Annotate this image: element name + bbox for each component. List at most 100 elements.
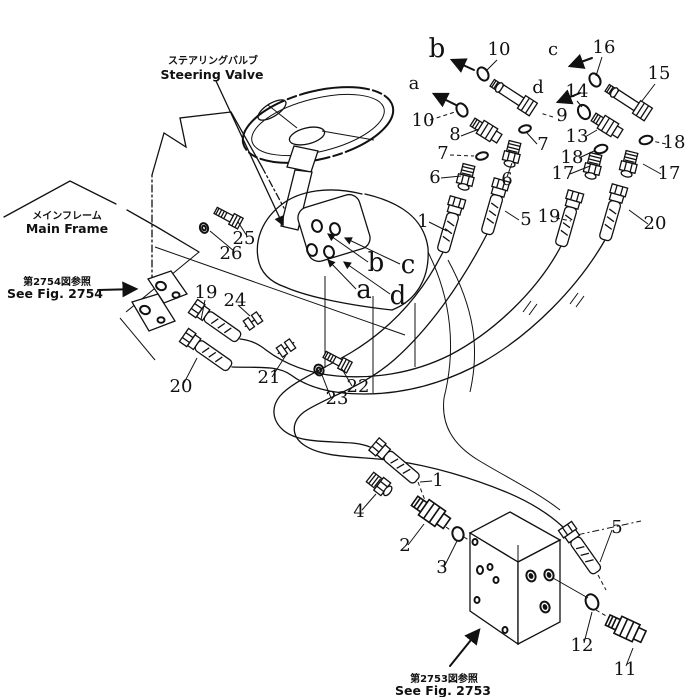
callout-num-20-left: 20 [170, 376, 193, 397]
callout-port-b-valve: b [368, 248, 385, 278]
callout-num-10-left: 10 [412, 110, 435, 131]
main-frame-outline [3, 180, 200, 361]
steering-valve-body [297, 193, 371, 263]
o-ring-14 [576, 103, 592, 121]
washer-26 [198, 222, 210, 234]
arrow-port-d [343, 261, 391, 295]
callout-num-5-bottom: 5 [611, 517, 622, 538]
main-frame-label-jp: メインフレーム [32, 210, 101, 222]
hose-break-mark [569, 292, 585, 308]
hose-5-bottom [557, 520, 605, 578]
arrow-port-a [327, 259, 357, 290]
callout-num-14: 14 [566, 81, 589, 102]
ref-2753-label-jp: 第2753図参照 [410, 672, 478, 685]
callout-num-16: 16 [593, 37, 616, 58]
arrow-to-b [449, 58, 475, 73]
callout-num-12: 12 [571, 635, 594, 656]
fitting-13 [588, 109, 625, 141]
leader-lines [183, 56, 667, 667]
arrow-to-a [431, 92, 457, 108]
hose-lines [231, 233, 616, 622]
callout-num-4: 4 [353, 501, 364, 522]
arrow-to-c [567, 53, 593, 69]
steering-wheel [241, 86, 395, 164]
callout-num-1-bottom: 1 [432, 470, 443, 491]
ref-2753-label-en: See Fig. 2753 [395, 683, 491, 697]
cowl-outline [256, 189, 561, 511]
callout-num-23: 23 [326, 388, 349, 409]
block-bolt-holes [525, 568, 555, 614]
callout-num-19-left: 19 [195, 282, 218, 303]
o-ring-10a [455, 102, 469, 118]
hose-break-mark [522, 300, 538, 316]
fitting-15 [602, 80, 654, 122]
o-ring-16 [588, 72, 602, 88]
steering-valve-leader-arrow [215, 80, 284, 227]
bolt-22 [321, 348, 353, 374]
ring-18-left [593, 143, 609, 155]
hose-19-line [239, 245, 562, 378]
callout-num-6-left: 6 [429, 167, 440, 188]
arrows [97, 53, 593, 667]
callout-port-a-top: a [409, 73, 420, 94]
valve-port-c [329, 222, 341, 236]
fitting-9 [487, 75, 539, 117]
callout-num-26: 26 [220, 243, 243, 264]
callout-num-13: 13 [566, 126, 589, 147]
callout-num-21: 21 [258, 367, 281, 388]
fitting-glyphs [178, 66, 654, 646]
callout-num-24: 24 [224, 290, 247, 311]
steering-valve-label-en: Steering Valve [161, 67, 264, 82]
callout-num-18-left: 18 [561, 147, 584, 168]
ring-18-right [638, 134, 654, 146]
fitting-11 [602, 610, 649, 646]
ref-2754-label-jp: 第2754図参照 [23, 275, 91, 288]
hose-1-top [434, 195, 467, 255]
callout-port-d-top: d [532, 77, 544, 98]
clamp-24 [241, 310, 265, 332]
callout-port-c-valve: c [401, 250, 416, 280]
hose-20-line [231, 239, 606, 395]
washer-23 [313, 363, 325, 377]
callout-num-3: 3 [436, 557, 447, 578]
fitting-6-left [454, 162, 478, 193]
callout-port-d-valve: d [390, 281, 407, 311]
arrow-port-b [327, 233, 369, 263]
mounting-bracket [131, 270, 189, 332]
steering-valve-label-jp: ステアリングバルブ [168, 54, 258, 67]
callout-port-a-valve: a [356, 275, 372, 305]
callout-num-9: 9 [556, 105, 567, 126]
callout-num-2: 2 [399, 535, 410, 556]
valve-port-b [311, 219, 323, 233]
callout-port-c-top: c [548, 39, 558, 60]
hose-20-top [596, 183, 629, 243]
steering-column [280, 145, 319, 231]
see-fig-2753-arrow [449, 628, 481, 667]
valve-port-a [306, 243, 318, 257]
callout-num-22: 22 [347, 376, 370, 397]
callout-num-17-left: 17 [552, 163, 575, 184]
callout-num-25: 25 [233, 228, 256, 249]
callout-num-8: 8 [449, 124, 460, 145]
fitting-17-left [581, 151, 605, 182]
callout-port-b-top: b [429, 34, 446, 64]
callout-num-7-left: 7 [437, 143, 448, 164]
fitting-17-right [617, 149, 641, 180]
fitting-8 [467, 114, 504, 146]
ref-2754-label-en: See Fig. 2754 [7, 286, 103, 301]
callout-num-1-top: 1 [417, 211, 428, 232]
bolt-25 [212, 204, 244, 230]
callout-num-10-top: 10 [488, 39, 511, 60]
ring-7-left [475, 151, 489, 161]
callout-num-15: 15 [648, 63, 671, 84]
callout-num-7-mid: 7 [537, 134, 548, 155]
callout-num-5-top: 5 [520, 209, 531, 230]
valve-port-d [323, 245, 335, 259]
fitting-2 [408, 492, 454, 532]
ring-7-mid [518, 124, 532, 134]
arrow-to-d [555, 89, 581, 105]
fitting-4 [364, 470, 396, 500]
arrow-port-c [343, 237, 401, 265]
